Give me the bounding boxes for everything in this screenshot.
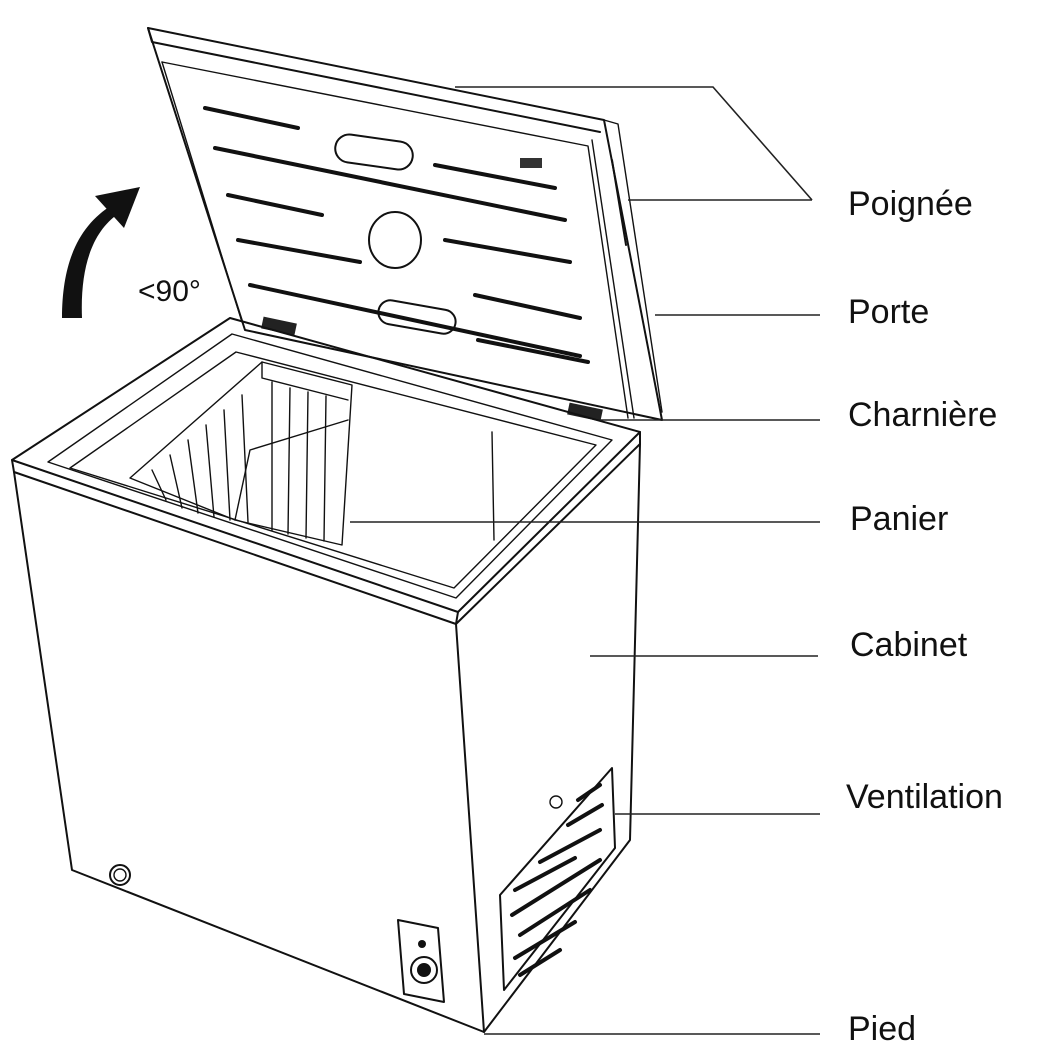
lid <box>147 27 663 421</box>
hinge-right <box>567 402 603 422</box>
label-cabinet: Cabinet <box>850 626 968 664</box>
hinge-left <box>261 316 297 336</box>
thermostat-control <box>397 919 445 1003</box>
curved-open-arrow-icon <box>62 187 140 318</box>
label-porte: Porte <box>848 293 930 331</box>
cabinet-rim <box>11 317 641 625</box>
label-charniere: Charnière <box>848 396 998 434</box>
opening-angle-label: <90° <box>138 275 201 308</box>
label-panier: Panier <box>850 500 949 538</box>
leader-poignee <box>455 86 813 201</box>
basket <box>129 361 495 546</box>
ventilation-grille <box>499 767 616 991</box>
label-poignee: Poignée <box>848 185 973 223</box>
label-pied: Pied <box>848 1010 917 1048</box>
label-ventilation: Ventilation <box>846 778 1003 816</box>
cabinet-body <box>13 443 641 1033</box>
leader-lines <box>350 86 820 1035</box>
